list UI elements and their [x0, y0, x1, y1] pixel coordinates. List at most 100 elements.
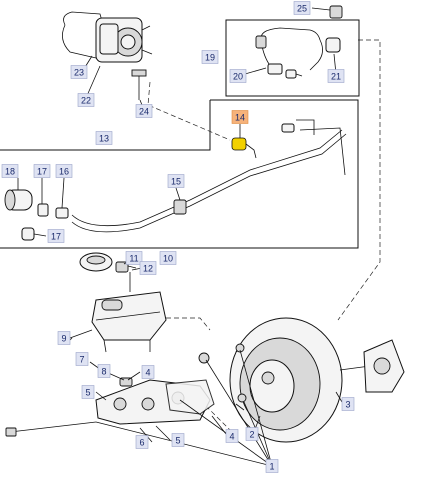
callout-c21: 21 — [327, 69, 345, 83]
vacuum-hose — [71, 119, 347, 233]
callout-c18: 18 — [1, 164, 19, 178]
dashed-leader-top — [147, 81, 231, 141]
callout-number: 22 — [81, 96, 91, 106]
callout-box — [95, 131, 113, 145]
callout-c17b: 17 — [47, 229, 65, 243]
callout-c25: 25 — [293, 1, 311, 15]
callout-c16: 16 — [55, 164, 73, 178]
callout-c10: 10 — [159, 251, 177, 265]
callout-box — [33, 164, 51, 178]
callout-number: 8 — [101, 367, 106, 377]
callout-c2: 2 — [245, 427, 259, 441]
check-valve — [231, 137, 257, 159]
callout-c20: 20 — [229, 69, 247, 83]
callout-c4a: 4 — [141, 365, 155, 379]
callout-number: 4 — [145, 368, 150, 378]
callout-c5b: 5 — [171, 433, 185, 447]
callout-number: 6 — [139, 438, 144, 448]
callout-c3: 3 — [341, 397, 355, 411]
callout-number: 2 — [249, 430, 254, 440]
hose-fittings — [4, 189, 69, 241]
callout-c4b: 4 — [225, 429, 239, 443]
callout-box — [171, 433, 185, 447]
callout-c9: 9 — [57, 331, 71, 345]
vacuum-pump — [62, 11, 153, 100]
callout-box — [141, 365, 155, 379]
callout-number: 1 — [269, 462, 274, 472]
callout-number: 7 — [79, 355, 84, 365]
callout-box — [47, 229, 65, 243]
callout-c1: 1 — [265, 459, 279, 473]
callout-number: 4 — [229, 432, 234, 442]
callout-number: 16 — [59, 167, 69, 177]
callout-box — [135, 104, 153, 118]
callout-box — [159, 251, 177, 265]
dashed-leader-right — [337, 39, 381, 321]
callout-number: 9 — [61, 334, 66, 344]
callout-c19: 19 — [201, 50, 219, 64]
callout-box — [327, 69, 345, 83]
dashed-leader-reservoir — [150, 317, 211, 331]
callout-number: 21 — [331, 72, 341, 82]
callout-box — [81, 385, 95, 399]
callout-box — [265, 459, 279, 473]
callout-c17a: 17 — [33, 164, 51, 178]
callout-c5a: 5 — [81, 385, 95, 399]
callout-number: 3 — [345, 400, 350, 410]
callout-number: 17 — [37, 167, 47, 177]
callout-number: 15 — [171, 177, 181, 187]
callout-number: 14 — [235, 113, 245, 123]
callout-box — [125, 251, 143, 265]
callout-number: 23 — [74, 68, 84, 78]
callout-number: 18 — [5, 167, 15, 177]
callout-box — [167, 174, 185, 188]
callout-box — [57, 331, 71, 345]
callout-c23: 23 — [70, 65, 88, 79]
callout-box — [231, 110, 249, 124]
frame-vacuum-sensor — [225, 19, 360, 97]
callout-box — [229, 69, 247, 83]
frame-vacuum-hose — [0, 99, 359, 249]
callout-box — [139, 261, 157, 275]
callout-box — [135, 435, 149, 449]
callout-box — [55, 164, 73, 178]
callout-number: 10 — [163, 254, 173, 264]
callout-box — [70, 65, 88, 79]
master-cylinder — [5, 352, 215, 437]
callout-box — [341, 397, 355, 411]
callout-c14: 14 — [231, 110, 249, 124]
callout-box — [201, 50, 219, 64]
callout-c11: 11 — [125, 251, 143, 265]
callout-number: 11 — [129, 254, 138, 264]
callout-box — [77, 93, 95, 107]
callout-c7: 7 — [75, 352, 89, 366]
callout-number: 5 — [175, 436, 180, 446]
callout-number: 25 — [297, 4, 307, 14]
callout-box — [1, 164, 19, 178]
callout-number: 17 — [51, 232, 61, 242]
callout-number: 12 — [143, 264, 153, 274]
brake-booster — [229, 317, 405, 443]
brake-fluid-reservoir — [69, 252, 167, 353]
vacuum-sensor-assembly — [255, 5, 343, 79]
callout-c6: 6 — [135, 435, 149, 449]
callout-box — [245, 427, 259, 441]
callout-number: 5 — [85, 388, 90, 398]
callout-c13: 13 — [95, 131, 113, 145]
callout-box — [75, 352, 89, 366]
callout-box — [225, 429, 239, 443]
callout-number: 13 — [99, 134, 109, 144]
callout-c15: 15 — [167, 174, 185, 188]
dashed-leader-master — [199, 399, 231, 431]
callout-c12: 12 — [139, 261, 157, 275]
callout-c22: 22 — [77, 93, 95, 107]
callout-number: 20 — [233, 72, 243, 82]
callout-number: 24 — [139, 107, 149, 117]
callout-c8: 8 — [97, 364, 111, 378]
callout-number: 19 — [205, 53, 215, 63]
callout-box — [97, 364, 111, 378]
callout-box — [293, 1, 311, 15]
callout-c24: 24 — [135, 104, 153, 118]
